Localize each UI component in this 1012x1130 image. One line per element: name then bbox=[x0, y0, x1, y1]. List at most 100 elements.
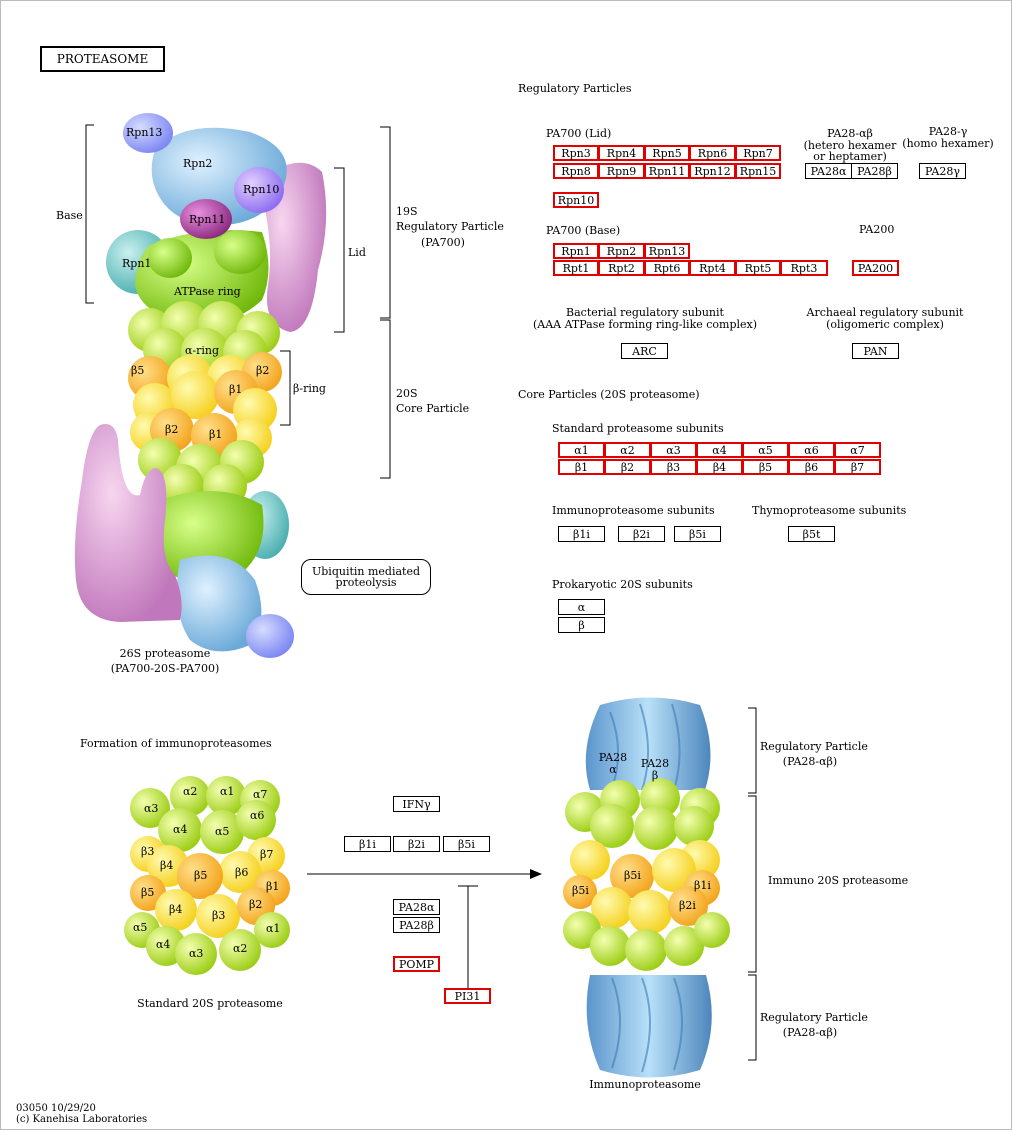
gene-beta7[interactable]: β7 bbox=[834, 459, 881, 475]
formation-gene-pa28-alpha[interactable]: PA28α bbox=[393, 899, 440, 915]
ip-b5i: β5i bbox=[572, 884, 589, 897]
gene-alpha1[interactable]: α1 bbox=[558, 442, 605, 458]
label-b5: β5 bbox=[131, 364, 145, 377]
gene-alpha3[interactable]: α3 bbox=[650, 442, 697, 458]
ip-b2i: β2i bbox=[679, 899, 696, 912]
label-bacterial: Bacterial regulatory subunit bbox=[566, 306, 724, 319]
formation-gene-beta2i[interactable]: β2i bbox=[393, 836, 440, 852]
gene-rpn2[interactable]: Rpn2 bbox=[598, 243, 645, 259]
formation-gene-beta5i[interactable]: β5i bbox=[443, 836, 490, 852]
gene-alpha5[interactable]: α5 bbox=[742, 442, 789, 458]
pathway-title: PROTEASOME bbox=[40, 46, 165, 72]
label-base: Base bbox=[56, 209, 83, 222]
gene-rpn7[interactable]: Rpn7 bbox=[735, 145, 781, 161]
gene-rpt1[interactable]: Rpt1 bbox=[553, 260, 599, 276]
footer-map-id: 03050 10/29/20 bbox=[16, 1103, 96, 1114]
pi31-inhibition bbox=[458, 885, 478, 988]
proteasome-26s-illustration bbox=[74, 113, 327, 658]
gene-alpha6[interactable]: α6 bbox=[788, 442, 835, 458]
s-b4: β4 bbox=[160, 859, 174, 872]
immunoproteasome-illustration bbox=[563, 697, 730, 1078]
gene-beta5i[interactable]: β5i bbox=[674, 526, 721, 542]
label-prokaryotic-subunits: Prokaryotic 20S subunits bbox=[552, 578, 693, 591]
label-archaeal: Archaeal regulatory subunit bbox=[806, 306, 964, 319]
gene-prok-beta[interactable]: β bbox=[558, 617, 605, 633]
s-a6: α6 bbox=[250, 809, 265, 822]
s-a1: α1 bbox=[220, 785, 235, 798]
gene-pa28-beta[interactable]: PA28β bbox=[851, 163, 898, 179]
label-standard-subunits: Standard proteasome subunits bbox=[552, 422, 724, 435]
label-pa200: PA200 bbox=[859, 223, 895, 236]
label-19s: 19S bbox=[396, 205, 418, 218]
gene-rpt6[interactable]: Rpt6 bbox=[644, 260, 690, 276]
gene-rpn6[interactable]: Rpn6 bbox=[689, 145, 736, 161]
ubiquitin-proteolysis-link[interactable]: Ubiquitin mediated proteolysis bbox=[301, 559, 431, 595]
label-atpase-ring: ATPase ring bbox=[174, 285, 241, 298]
gene-rpn4[interactable]: Rpn4 bbox=[598, 145, 645, 161]
label-pa700-20s-pa700: (PA700-20S-PA700) bbox=[110, 662, 220, 675]
gene-beta3[interactable]: β3 bbox=[650, 459, 697, 475]
formation-gene-pa28-beta[interactable]: PA28β bbox=[393, 917, 440, 933]
s-a7: α7 bbox=[253, 788, 268, 801]
s-a2: α2 bbox=[183, 785, 198, 798]
ip-pa28-alpha-1: PA28 bbox=[598, 751, 628, 764]
gene-beta4[interactable]: β4 bbox=[696, 459, 743, 475]
label-bacterial-sub: (AAA ATPase forming ring-like complex) bbox=[532, 318, 758, 331]
gene-beta6[interactable]: β6 bbox=[788, 459, 835, 475]
gene-rpn1[interactable]: Rpn1 bbox=[553, 243, 599, 259]
label-standard-20s: Standard 20S proteasome bbox=[137, 997, 283, 1010]
label-alpha-ring: α-ring bbox=[185, 344, 220, 357]
gene-rpn10[interactable]: Rpn10 bbox=[553, 192, 599, 208]
gene-beta5[interactable]: β5 bbox=[742, 459, 789, 475]
gene-rpt4[interactable]: Rpt4 bbox=[689, 260, 736, 276]
gene-alpha2[interactable]: α2 bbox=[604, 442, 651, 458]
label-b1b: β1 bbox=[209, 428, 223, 441]
s-b5b: β5 bbox=[141, 886, 155, 899]
label-b2b: β2 bbox=[165, 423, 179, 436]
gene-prok-alpha[interactable]: α bbox=[558, 599, 605, 615]
s-b3b: β3 bbox=[212, 909, 226, 922]
s-a1b: α1 bbox=[266, 922, 281, 935]
gene-beta5t[interactable]: β5t bbox=[788, 526, 835, 542]
gene-pi31[interactable]: PI31 bbox=[444, 988, 491, 1004]
s-b1: β1 bbox=[266, 880, 280, 893]
gene-rpn8[interactable]: Rpn8 bbox=[553, 163, 599, 179]
gene-beta1i[interactable]: β1i bbox=[558, 526, 605, 542]
gene-beta2[interactable]: β2 bbox=[604, 459, 651, 475]
gene-ifn-gamma[interactable]: IFNγ bbox=[393, 796, 440, 812]
gene-pa28-gamma[interactable]: PA28γ bbox=[919, 163, 966, 179]
gene-pan[interactable]: PAN bbox=[852, 343, 899, 359]
ip-pa28-beta-1: PA28 bbox=[640, 757, 670, 770]
gene-rpn11[interactable]: Rpn11 bbox=[644, 163, 690, 179]
gene-alpha4[interactable]: α4 bbox=[696, 442, 743, 458]
formation-gene-beta1i[interactable]: β1i bbox=[344, 836, 391, 852]
gene-rpt3[interactable]: Rpt3 bbox=[780, 260, 828, 276]
s-a4b: α4 bbox=[156, 938, 171, 951]
label-reg-top-2: (PA28-αβ) bbox=[782, 755, 838, 768]
heading-formation: Formation of immunoproteasomes bbox=[80, 737, 272, 750]
standard-20s-illustration bbox=[124, 776, 290, 975]
gene-rpt5[interactable]: Rpt5 bbox=[735, 260, 781, 276]
gene-pomp[interactable]: POMP bbox=[393, 956, 440, 972]
gene-arc[interactable]: ARC bbox=[621, 343, 668, 359]
link-line2: proteolysis bbox=[335, 576, 397, 589]
s-b2: β2 bbox=[249, 898, 263, 911]
label-reg-bot-1: Regulatory Particle bbox=[760, 1011, 868, 1024]
gene-rpn9[interactable]: Rpn9 bbox=[598, 163, 645, 179]
label-pa28ab-sub1: (hetero hexamer bbox=[803, 139, 897, 152]
gene-rpn12[interactable]: Rpn12 bbox=[689, 163, 736, 179]
gene-pa28-alpha[interactable]: PA28α bbox=[805, 163, 852, 179]
gene-alpha7[interactable]: α7 bbox=[834, 442, 881, 458]
gene-rpn13[interactable]: Rpn13 bbox=[644, 243, 690, 259]
s-a5b: α5 bbox=[133, 921, 148, 934]
gene-pa200[interactable]: PA200 bbox=[852, 260, 899, 276]
label-rpn10: Rpn10 bbox=[243, 183, 280, 196]
label-pa700: (PA700) bbox=[421, 236, 465, 249]
gene-rpn5[interactable]: Rpn5 bbox=[644, 145, 690, 161]
gene-rpt2[interactable]: Rpt2 bbox=[598, 260, 645, 276]
label-pa700-lid: PA700 (Lid) bbox=[546, 127, 612, 140]
gene-beta2i[interactable]: β2i bbox=[618, 526, 665, 542]
gene-rpn15[interactable]: Rpn15 bbox=[735, 163, 781, 179]
gene-beta1[interactable]: β1 bbox=[558, 459, 605, 475]
gene-rpn3[interactable]: Rpn3 bbox=[553, 145, 599, 161]
